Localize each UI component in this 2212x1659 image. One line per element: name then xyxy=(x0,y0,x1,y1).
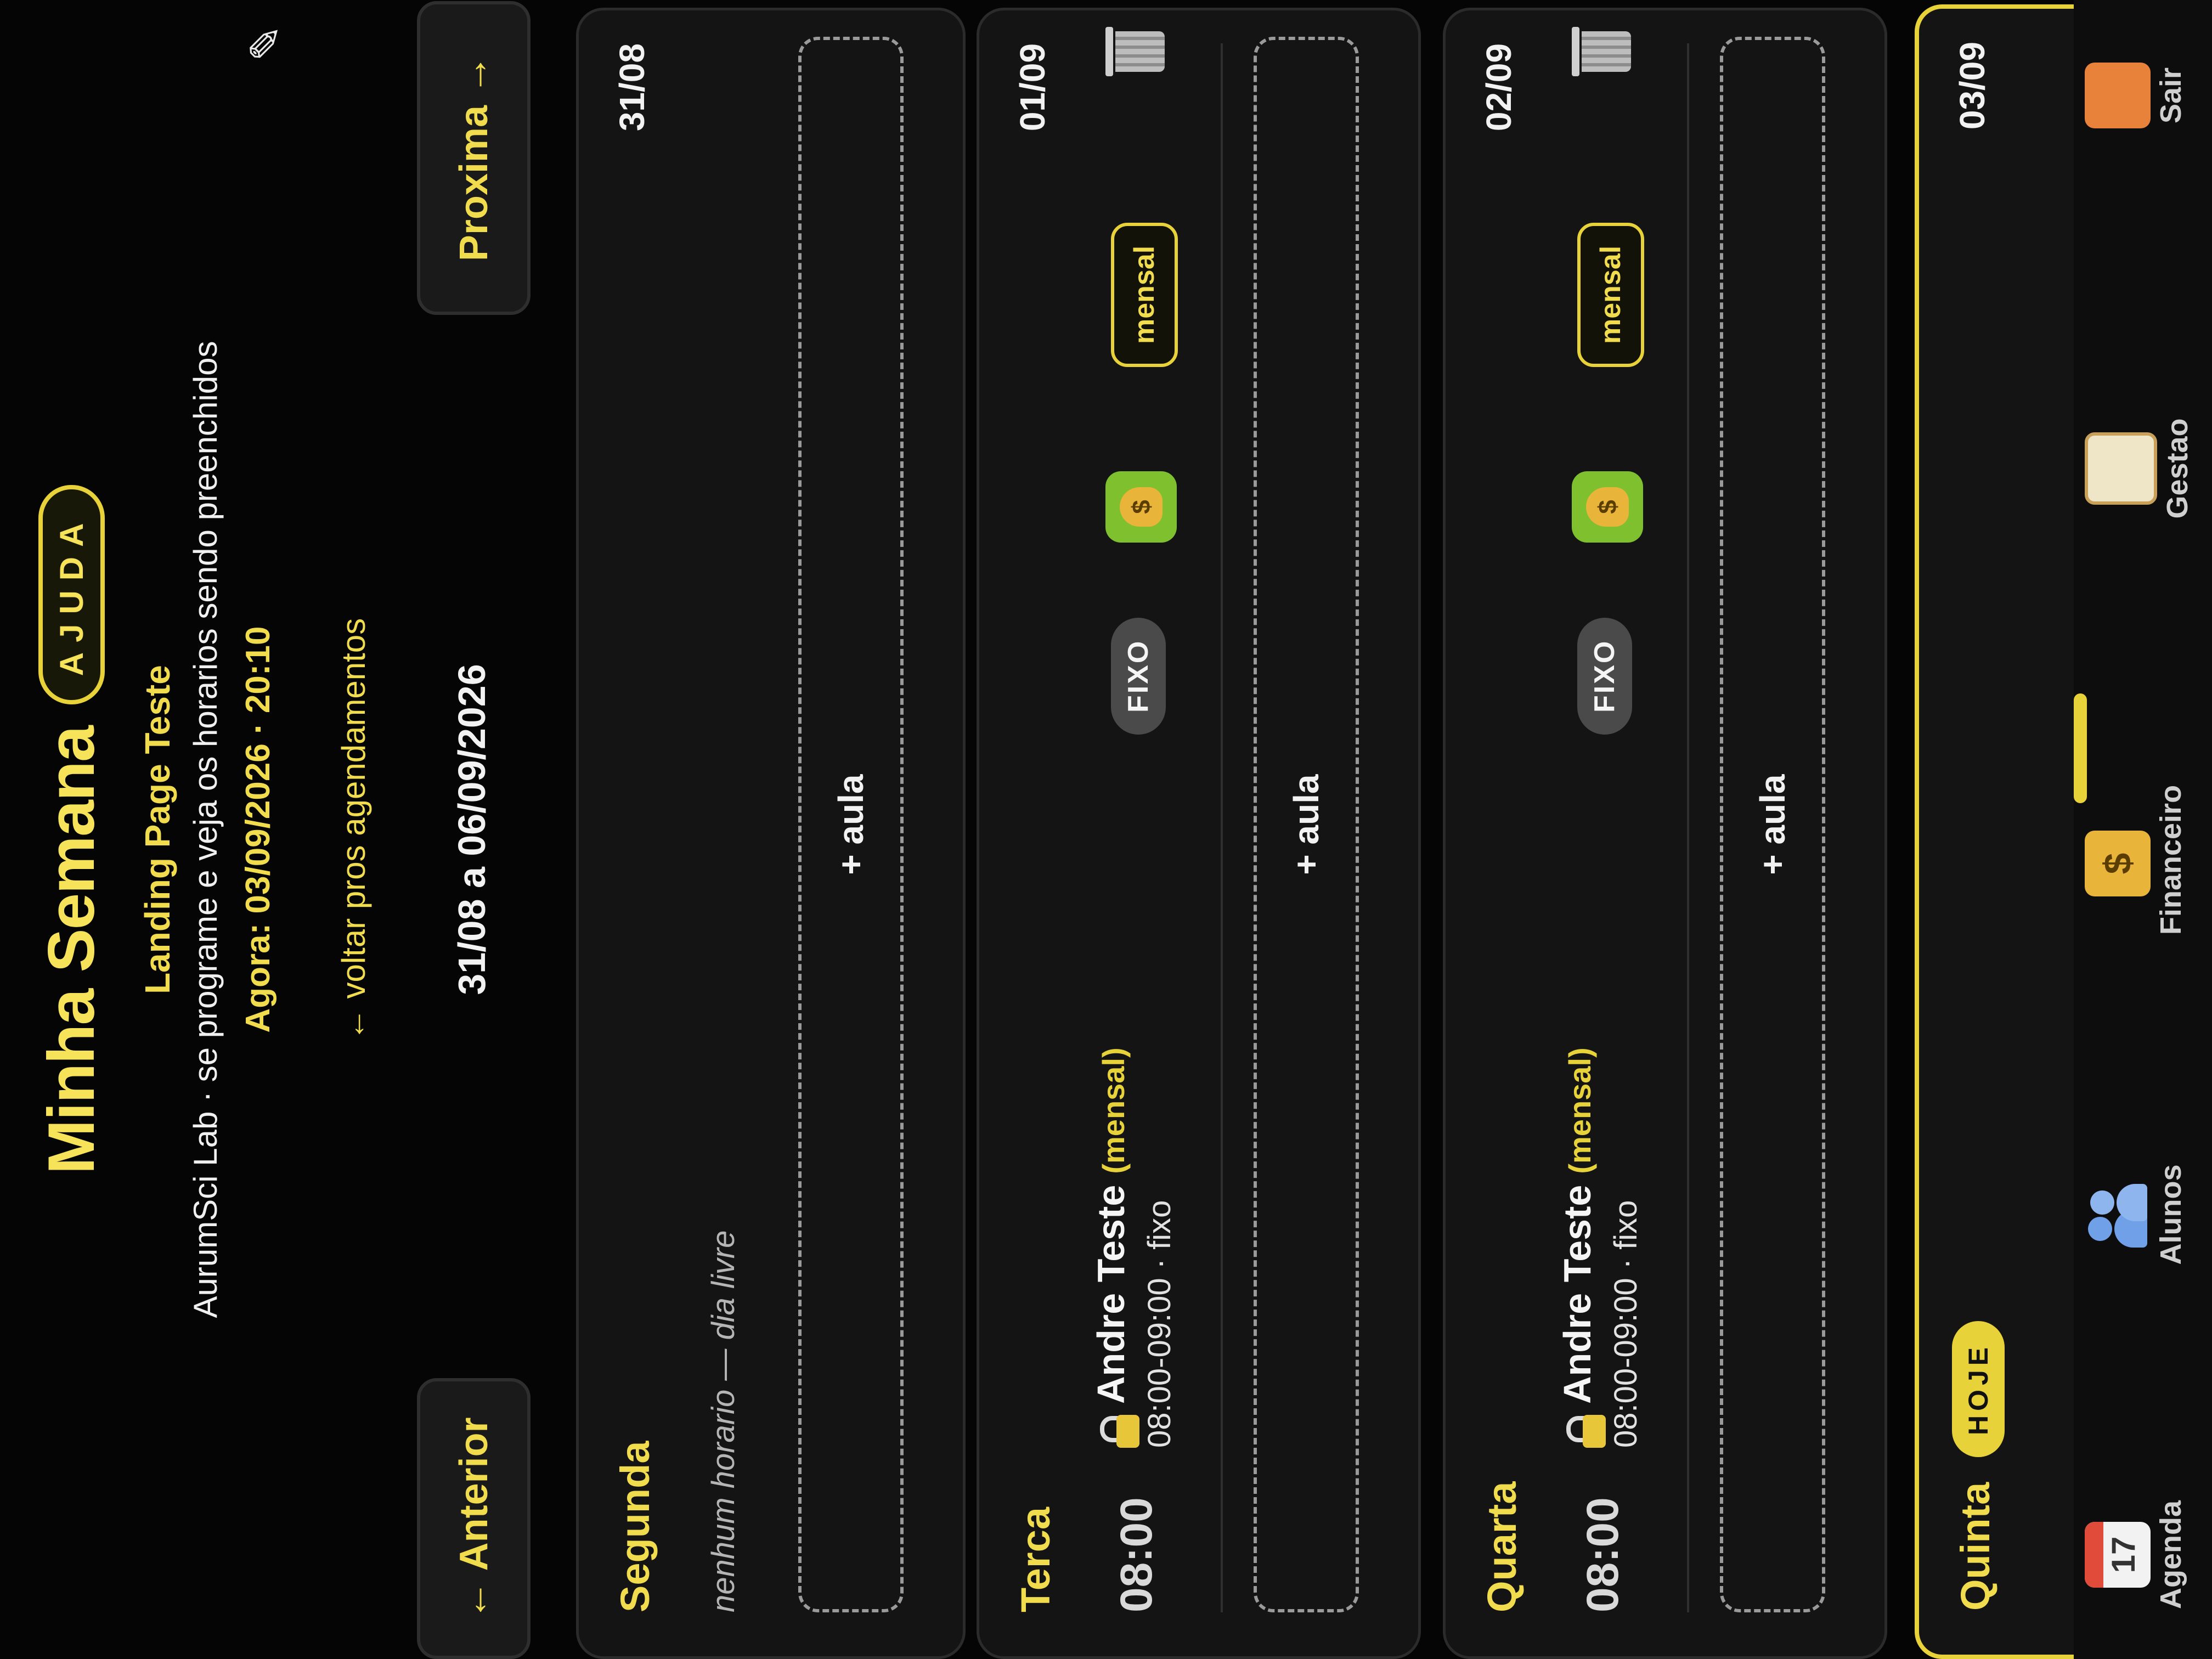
bottom-navigation: 17 Agenda Alunos $ Financeiro Gestao Sai… xyxy=(2074,0,2212,1659)
fixo-badge: FIXO xyxy=(1111,617,1166,735)
nav-label: Alunos xyxy=(2154,1164,2187,1265)
nav-item-financeiro[interactable]: $ Financeiro xyxy=(2085,785,2205,935)
page-title: Minha Semana xyxy=(35,726,108,1175)
nav-item-agenda[interactable]: 17 Agenda xyxy=(2085,1483,2205,1626)
nav-label: Sair xyxy=(2154,67,2187,124)
mensal-badge: mensal xyxy=(1111,222,1178,367)
day-name: Quinta xyxy=(1953,1482,1998,1611)
divider xyxy=(1687,43,1689,1612)
plan-tag: (mensal) xyxy=(1096,1047,1131,1174)
trash-icon[interactable] xyxy=(1105,27,1166,76)
today-badge: HOJE xyxy=(1952,1321,2005,1457)
page-header: ✎ Minha Semana AJUDA Landing Page Teste … xyxy=(0,0,549,1659)
day-header: Quarta 02/09 xyxy=(1479,43,1533,1612)
calendar-icon: 17 xyxy=(2085,1522,2151,1588)
nav-label: Agenda xyxy=(2154,1500,2187,1610)
day-date: 01/09 xyxy=(1013,43,1052,132)
lock-icon xyxy=(1100,1415,1139,1448)
money-bag-icon[interactable]: $ xyxy=(1572,471,1643,543)
fixo-badge: FIXO xyxy=(1577,617,1632,735)
nav-item-alunos[interactable]: Alunos xyxy=(2085,1143,2205,1286)
students-icon xyxy=(2085,1182,2151,1248)
lesson-meta: 08:00-09:00 · fixo xyxy=(1142,1200,1177,1448)
money-bag-icon: $ xyxy=(2085,831,2151,896)
day-date: 31/08 xyxy=(612,43,652,132)
day-card-segunda: Segunda 31/08 nenhum horario — dia livre… xyxy=(576,8,966,1659)
lesson-time: 08:00 xyxy=(1111,1497,1161,1612)
lesson-row[interactable]: 08:00 Andre Teste(mensal) 08:00-09:00 · … xyxy=(1555,27,1665,1612)
student-name: Andre Teste(mensal) xyxy=(1556,1047,1599,1404)
nav-item-gestao[interactable]: Gestao xyxy=(2085,397,2205,540)
day-header: Terca 01/09 xyxy=(1012,43,1067,1612)
title-row: Minha Semana AJUDA xyxy=(16,0,126,1659)
day-card-terca: Terca 01/09 08:00 Andre Teste(mensal) 08… xyxy=(977,8,1421,1659)
day-name: Quarta xyxy=(1479,1481,1525,1612)
nav-item-sair[interactable]: Sair xyxy=(2085,24,2205,167)
mensal-badge: mensal xyxy=(1577,222,1644,367)
exit-door-icon xyxy=(2085,63,2151,128)
add-lesson-button[interactable]: + aula xyxy=(1254,37,1359,1612)
plan-tag: (mensal) xyxy=(1562,1047,1597,1174)
day-date: 03/09 xyxy=(1953,42,1992,130)
day-header: Segunda 31/08 xyxy=(612,43,667,1612)
day-card-quarta: Quarta 02/09 08:00 Andre Teste(mensal) 0… xyxy=(1443,8,1887,1659)
nav-label: Gestao xyxy=(2161,418,2194,519)
day-name: Terca xyxy=(1013,1507,1058,1612)
week-navigation: 31/08 a 06/09/2026 ← Anterior Proxima → xyxy=(417,0,531,1659)
money-bag-icon[interactable]: $ xyxy=(1105,471,1177,543)
previous-week-button[interactable]: ← Anterior xyxy=(417,1378,531,1659)
nav-label: Financeiro xyxy=(2154,785,2187,935)
current-time: Agora: 03/09/2026 · 20:10 xyxy=(239,626,277,1033)
trash-icon[interactable] xyxy=(1572,27,1632,76)
lock-icon xyxy=(1566,1415,1606,1448)
divider xyxy=(1221,43,1223,1612)
clipboard-icon xyxy=(2085,432,2157,505)
help-button[interactable]: AJUDA xyxy=(38,484,105,705)
back-to-appointments-link[interactable]: ← voltar pros agendamentos xyxy=(335,618,372,1041)
day-header: Quinta HOJE 03/09 xyxy=(1952,42,2007,1611)
day-date: 02/09 xyxy=(1479,43,1519,132)
next-week-button[interactable]: Proxima → xyxy=(417,1,531,315)
student-name: Andre Teste(mensal) xyxy=(1090,1047,1132,1404)
tagline: AurumSci Lab · se programe e veja os hor… xyxy=(187,341,224,1318)
lesson-time: 08:00 xyxy=(1578,1497,1628,1612)
add-lesson-button[interactable]: + aula xyxy=(1720,37,1825,1612)
lesson-meta: 08:00-09:00 · fixo xyxy=(1608,1200,1644,1448)
add-lesson-button[interactable]: + aula xyxy=(798,37,904,1612)
empty-day-text: nenhum horario — dia livre xyxy=(706,1230,741,1612)
school-name: Landing Page Teste xyxy=(138,665,177,994)
lesson-row[interactable]: 08:00 Andre Teste(mensal) 08:00-09:00 · … xyxy=(1089,27,1199,1612)
day-name: Segunda xyxy=(612,1441,658,1612)
active-indicator xyxy=(2074,693,2087,803)
